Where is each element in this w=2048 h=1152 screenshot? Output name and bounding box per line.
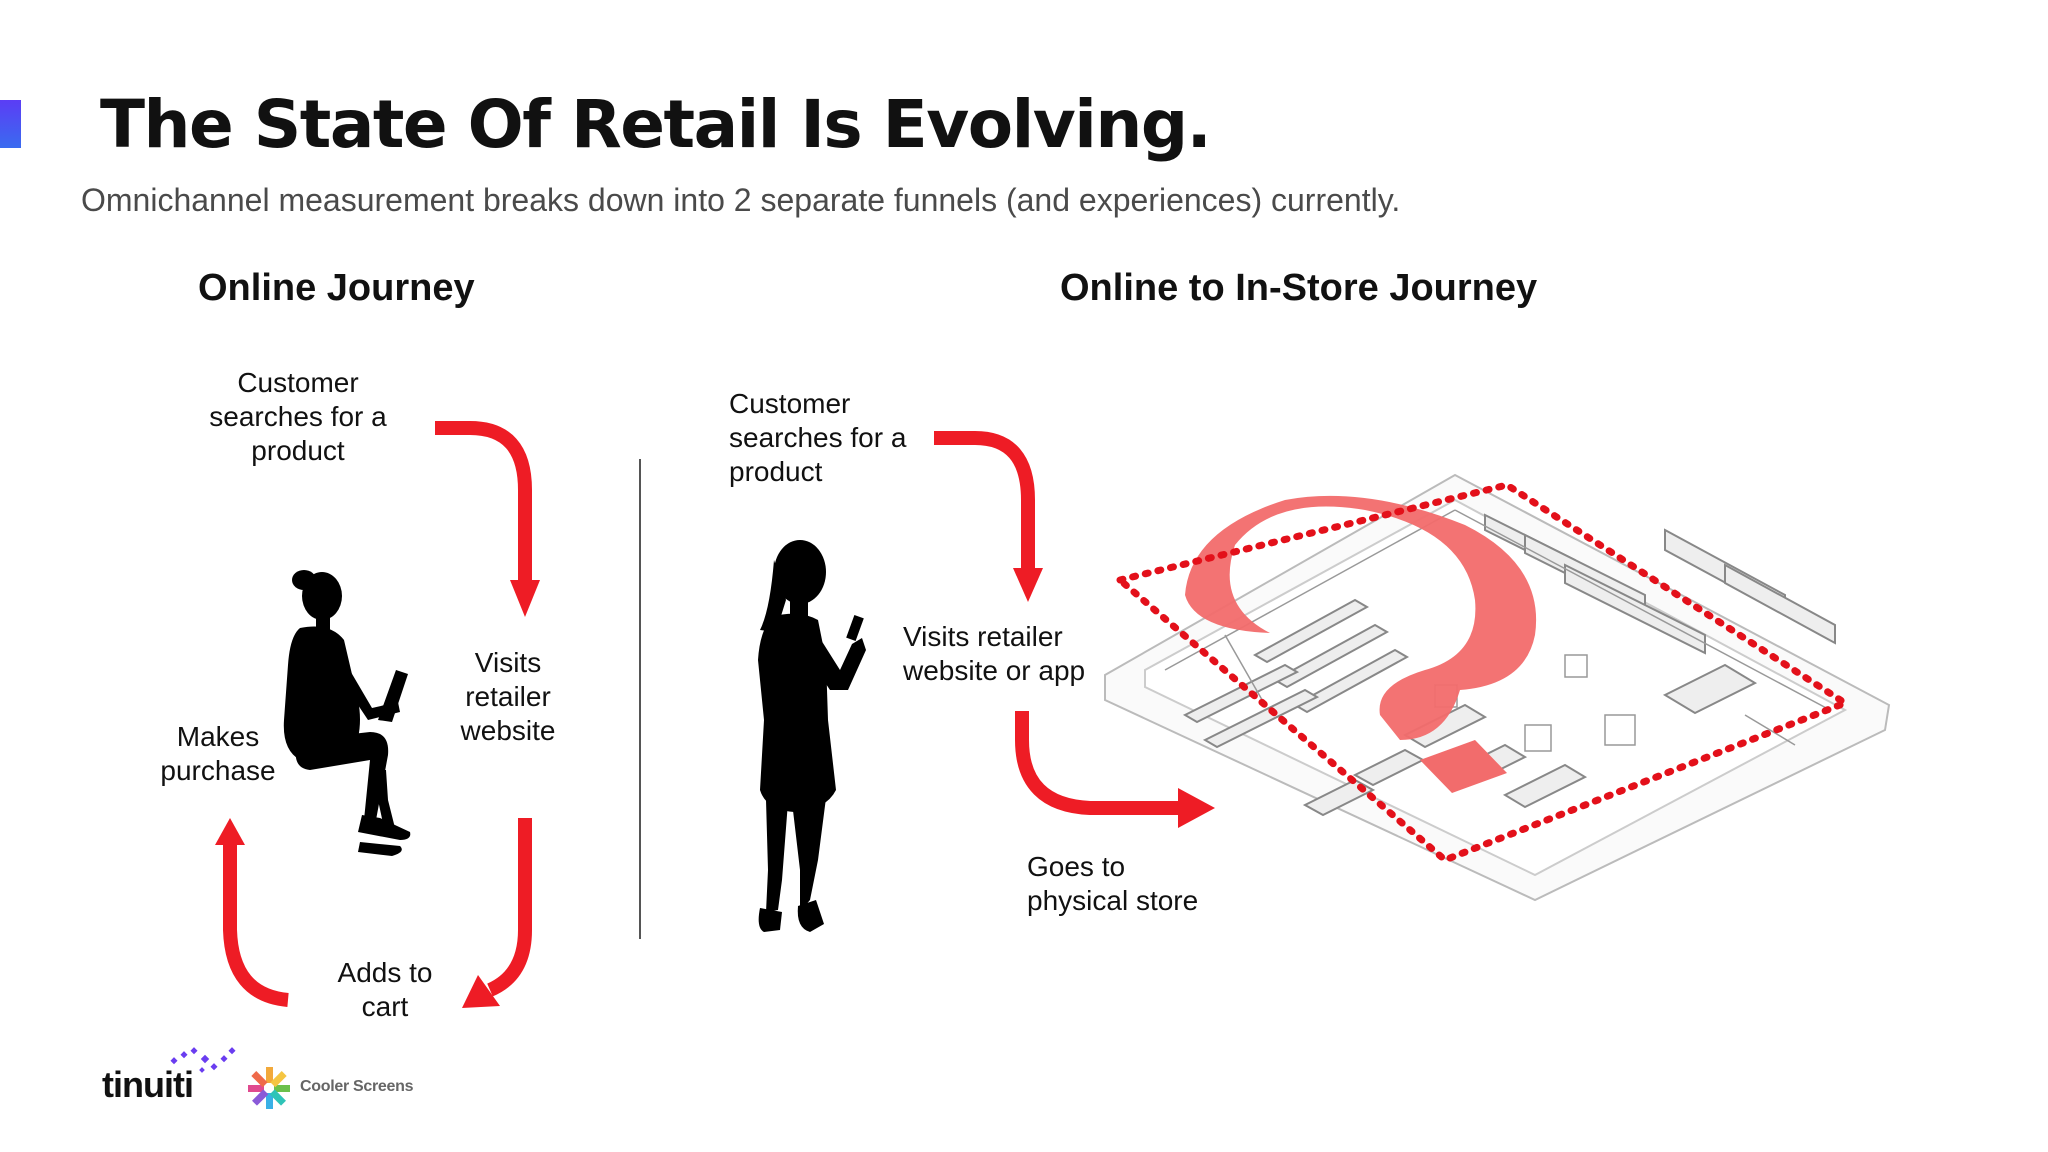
tinuiti-logo-mark (170, 1047, 236, 1073)
instore-step-store: Goes to physical store (1027, 851, 1199, 916)
accent-bar (0, 100, 21, 148)
instore-journey-heading: Online to In-Store Journey (1060, 267, 1538, 309)
arrow-visit-to-store (1015, 711, 1178, 815)
arrow-cart-to-purchase (223, 845, 289, 1007)
person-phone-icon (758, 540, 866, 932)
slide-title: The State Of Retail Is Evolving. (100, 86, 1212, 163)
arrowhead-visit (510, 580, 540, 617)
online-journey-heading: Online Journey (198, 267, 475, 309)
person-laptop-icon (283, 570, 411, 856)
arrowhead-store (1178, 788, 1215, 828)
arrowhead-purchase (215, 818, 245, 845)
arrow-search-to-visit-instore (934, 431, 1035, 568)
instore-step-search: Customer searches for a product (729, 388, 907, 487)
question-mark-icon (1185, 495, 1537, 740)
store-floorplan-icon (1104, 473, 1891, 902)
slide-subtitle: Omnichannel measurement breaks down into… (81, 182, 1401, 218)
column-divider (639, 459, 641, 939)
online-step-search: Customer searches for a product (209, 367, 387, 466)
tinuiti-logo: tinuiti (102, 1064, 194, 1105)
arrow-search-to-visit (435, 421, 532, 580)
online-step-purchase: Makes purchase (160, 721, 276, 786)
online-step-visit: Visits retailer website (460, 647, 556, 746)
instore-step-visit: Visits retailer website or app (903, 621, 1086, 686)
cooler-screens-logo-mark (248, 1067, 290, 1109)
cooler-screens-logo: Cooler Screens (300, 1078, 414, 1095)
arrow-visit-to-cart (486, 818, 532, 997)
online-step-cart: Adds to cart (337, 957, 433, 1022)
arrowhead-visit-instore (1013, 568, 1043, 602)
arrowhead-cart (462, 975, 500, 1008)
